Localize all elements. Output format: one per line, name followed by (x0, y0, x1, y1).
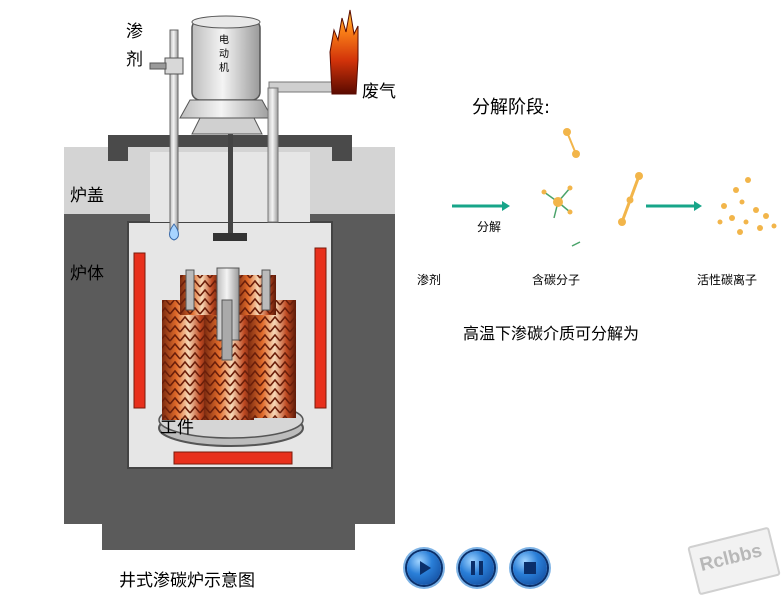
stage-title: 分解阶段: (472, 97, 551, 118)
play-button[interactable] (407, 551, 441, 585)
heater-right (314, 247, 327, 409)
stage-label-active-carbon-ions: 活性碳离子 (697, 273, 758, 287)
stir-shaft (228, 128, 233, 236)
watermark-text: Rclbbs (697, 540, 765, 577)
furnace-diagram (64, 9, 395, 550)
penetrant-label: 渗 剂 (126, 22, 143, 70)
workpiece-coils (162, 267, 296, 420)
pause-icon (471, 561, 483, 575)
play-icon (420, 561, 431, 575)
stop-icon (524, 562, 536, 574)
lid-label: 炉盖 (70, 186, 104, 206)
body-label: 炉体 (70, 264, 104, 284)
workpiece-label: 工件 (160, 418, 194, 438)
motor (179, 15, 273, 135)
exhaust-flame (329, 9, 359, 95)
stop-button[interactable] (513, 551, 547, 585)
pause-button[interactable] (460, 551, 494, 585)
diagram-caption: 井式渗碳炉示意图 (119, 571, 255, 591)
stage-label-penetrant: 渗剂 (417, 273, 442, 287)
heater-bottom (173, 451, 293, 465)
penetrant-pipe (149, 29, 184, 241)
watermark-logo: Rclbbs (687, 526, 781, 596)
exhaust-label: 废气 (362, 82, 396, 102)
motor-label: 电 动 机 (219, 35, 229, 74)
decomposition-animation (452, 128, 777, 247)
stage-label-carbon-molecules: 含碳分子 (532, 273, 581, 287)
heater-left (133, 252, 146, 409)
decompose-arrow-label: 分解 (477, 220, 502, 234)
stir-fan (213, 233, 247, 241)
stage-description: 高温下渗碳介质可分解为 (463, 324, 640, 343)
